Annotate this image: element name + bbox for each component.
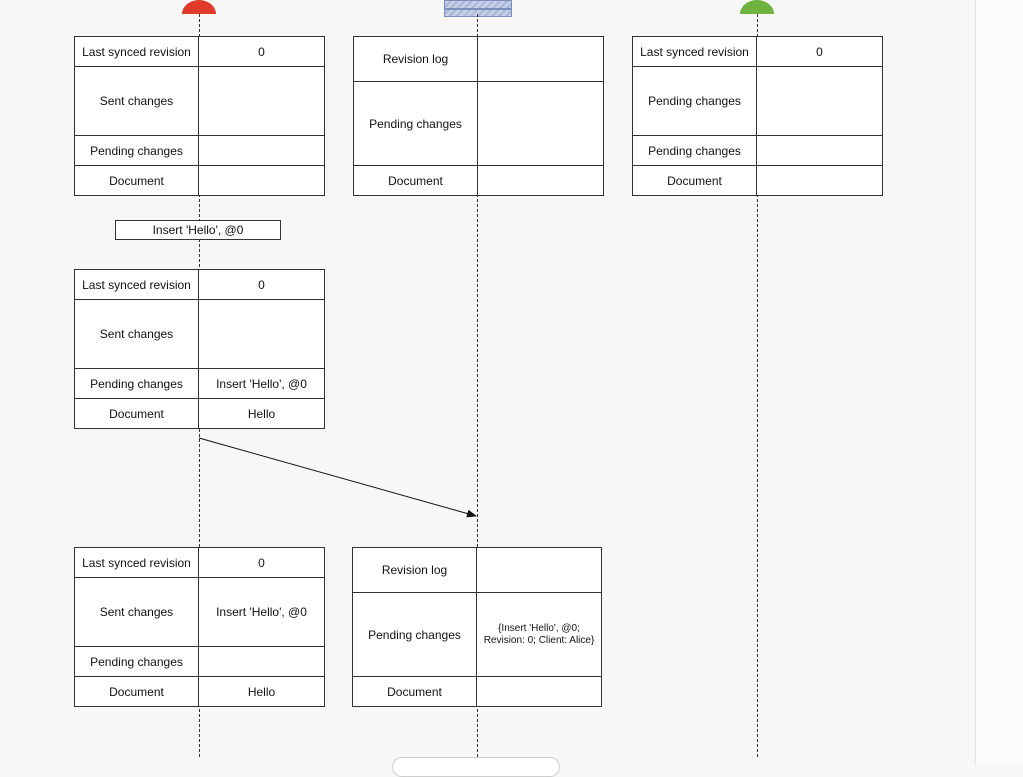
client-a-state-3[interactable]: Last synced revision 0 Sent changes Inse… <box>74 547 325 707</box>
pending-changes-label: Pending changes <box>632 135 757 166</box>
document-label: Document <box>74 676 199 707</box>
document-label: Document <box>352 676 477 707</box>
document-value <box>477 165 604 196</box>
revision-log-value <box>477 36 604 82</box>
pending-entry-line-1: {Insert 'Hello', @0; <box>498 622 580 634</box>
server-icon[interactable] <box>444 0 512 17</box>
sent-changes-value <box>198 299 325 369</box>
operation-box[interactable]: Insert 'Hello', @0 <box>115 220 281 240</box>
client-a-state-2[interactable]: Last synced revision 0 Sent changes Pend… <box>74 269 325 429</box>
pending-entry-line-2: Revision: 0; Client: Alice} <box>483 634 595 646</box>
pending-changes-value: {Insert 'Hello', @0; Revision: 0; Client… <box>476 592 602 677</box>
right-panel-strip <box>975 0 1023 765</box>
document-value: Hello <box>198 676 325 707</box>
sent-changes-label: Sent changes <box>74 299 199 369</box>
arrow-layer <box>198 437 477 518</box>
pending-changes-value <box>198 646 325 677</box>
last-synced-value: 0 <box>198 547 325 578</box>
send-change-arrow[interactable] <box>198 437 477 518</box>
pending-changes-value: Insert 'Hello', @0 <box>198 368 325 399</box>
revision-log-label: Revision log <box>352 547 477 593</box>
pending-changes-value <box>756 66 883 136</box>
pending-changes-label: Pending changes <box>74 646 199 677</box>
document-value <box>476 676 602 707</box>
server-state-3[interactable]: Revision log Pending changes {Insert 'He… <box>352 547 602 707</box>
pending-changes-label: Pending changes <box>74 368 199 399</box>
diagram-canvas: Last synced revision 0 Sent changes Pend… <box>74 0 883 777</box>
document-value: Hello <box>198 398 325 429</box>
revision-log-value <box>476 547 602 593</box>
pending-changes-label: Pending changes <box>632 66 757 136</box>
client-alice-icon[interactable] <box>182 0 216 14</box>
client-bob-icon[interactable] <box>740 0 774 14</box>
last-synced-label: Last synced revision <box>74 269 199 300</box>
pending-changes-label: Pending changes <box>353 81 478 166</box>
server-state-1[interactable]: Revision log Pending changes Document <box>353 36 604 196</box>
document-label: Document <box>632 165 757 196</box>
sent-changes-label: Sent changes <box>74 577 199 647</box>
document-label: Document <box>74 165 199 196</box>
document-label: Document <box>353 165 478 196</box>
pending-changes-value <box>198 135 325 166</box>
lifeline-server <box>477 14 478 757</box>
last-synced-label: Last synced revision <box>74 547 199 578</box>
last-synced-label: Last synced revision <box>632 36 757 67</box>
document-value <box>756 165 883 196</box>
client-b-state-1[interactable]: Last synced revision 0 Pending changes P… <box>632 36 883 196</box>
client-a-state-1[interactable]: Last synced revision 0 Sent changes Pend… <box>74 36 325 196</box>
bottom-toolbar[interactable] <box>392 757 560 777</box>
document-label: Document <box>74 398 199 429</box>
sent-changes-label: Sent changes <box>74 66 199 136</box>
document-value <box>198 165 325 196</box>
lifeline-client-b <box>757 14 758 757</box>
sent-changes-value <box>198 66 325 136</box>
pending-changes-label: Pending changes <box>352 592 477 677</box>
sent-changes-value: Insert 'Hello', @0 <box>198 577 325 647</box>
last-synced-value: 0 <box>198 269 325 300</box>
